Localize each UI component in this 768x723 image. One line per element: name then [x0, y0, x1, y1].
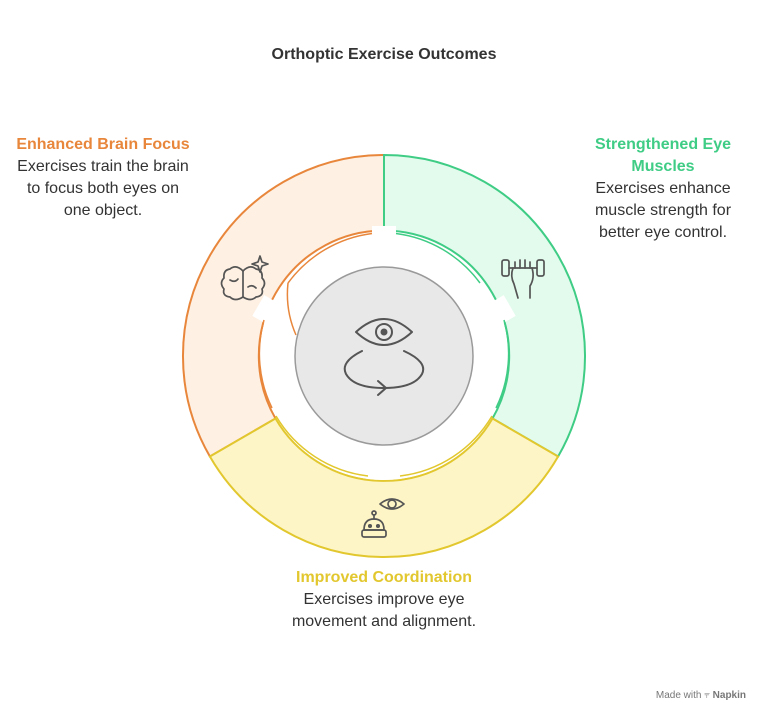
eye-muscles-heading: Strengthened Eye Muscles	[594, 136, 732, 175]
brain-focus-block: Enhanced Brain Focus Exercises train the…	[14, 134, 192, 222]
coordination-heading: Improved Coordination	[296, 569, 472, 586]
brain-sparkle-icon	[220, 255, 269, 301]
diagram-title: Orthoptic Exercise Outcomes	[271, 46, 497, 63]
credit-prefix: Made with	[655, 690, 702, 701]
robot-eye-icon	[361, 498, 405, 538]
ring-outline-brain	[258, 232, 373, 409]
ring-gap-right	[474, 295, 516, 333]
brain-focus-heading: Enhanced Brain Focus	[16, 136, 190, 153]
napkin-logo-icon: ⫧	[704, 690, 710, 701]
dumbbell-hand-icon	[501, 259, 545, 299]
coordination-block: Improved Coordination Exercises improve …	[284, 567, 484, 633]
eye-muscles-description: Exercises enhance muscle strength for be…	[594, 180, 732, 241]
coordination-description: Exercises improve eye movement and align…	[291, 591, 477, 630]
ring-outline-coord	[275, 415, 493, 477]
brain-focus-description: Exercises train the brain to focus both …	[17, 158, 189, 219]
napkin-credit: Made with ⫧ Napkin	[656, 690, 746, 701]
ring-outline-muscles	[395, 232, 510, 409]
segment-brain-focus	[181, 153, 385, 458]
segment-coordination	[208, 417, 560, 559]
eye-muscles-block: Strengthened Eye Muscles Exercises enhan…	[574, 134, 752, 244]
credit-brand: Napkin	[712, 690, 746, 701]
segment-eye-muscles	[383, 153, 587, 458]
ring-gap-left	[252, 295, 294, 333]
eye-rotate-icon	[343, 318, 425, 396]
center-circle	[294, 266, 474, 446]
ring-gap-top	[372, 226, 396, 260]
